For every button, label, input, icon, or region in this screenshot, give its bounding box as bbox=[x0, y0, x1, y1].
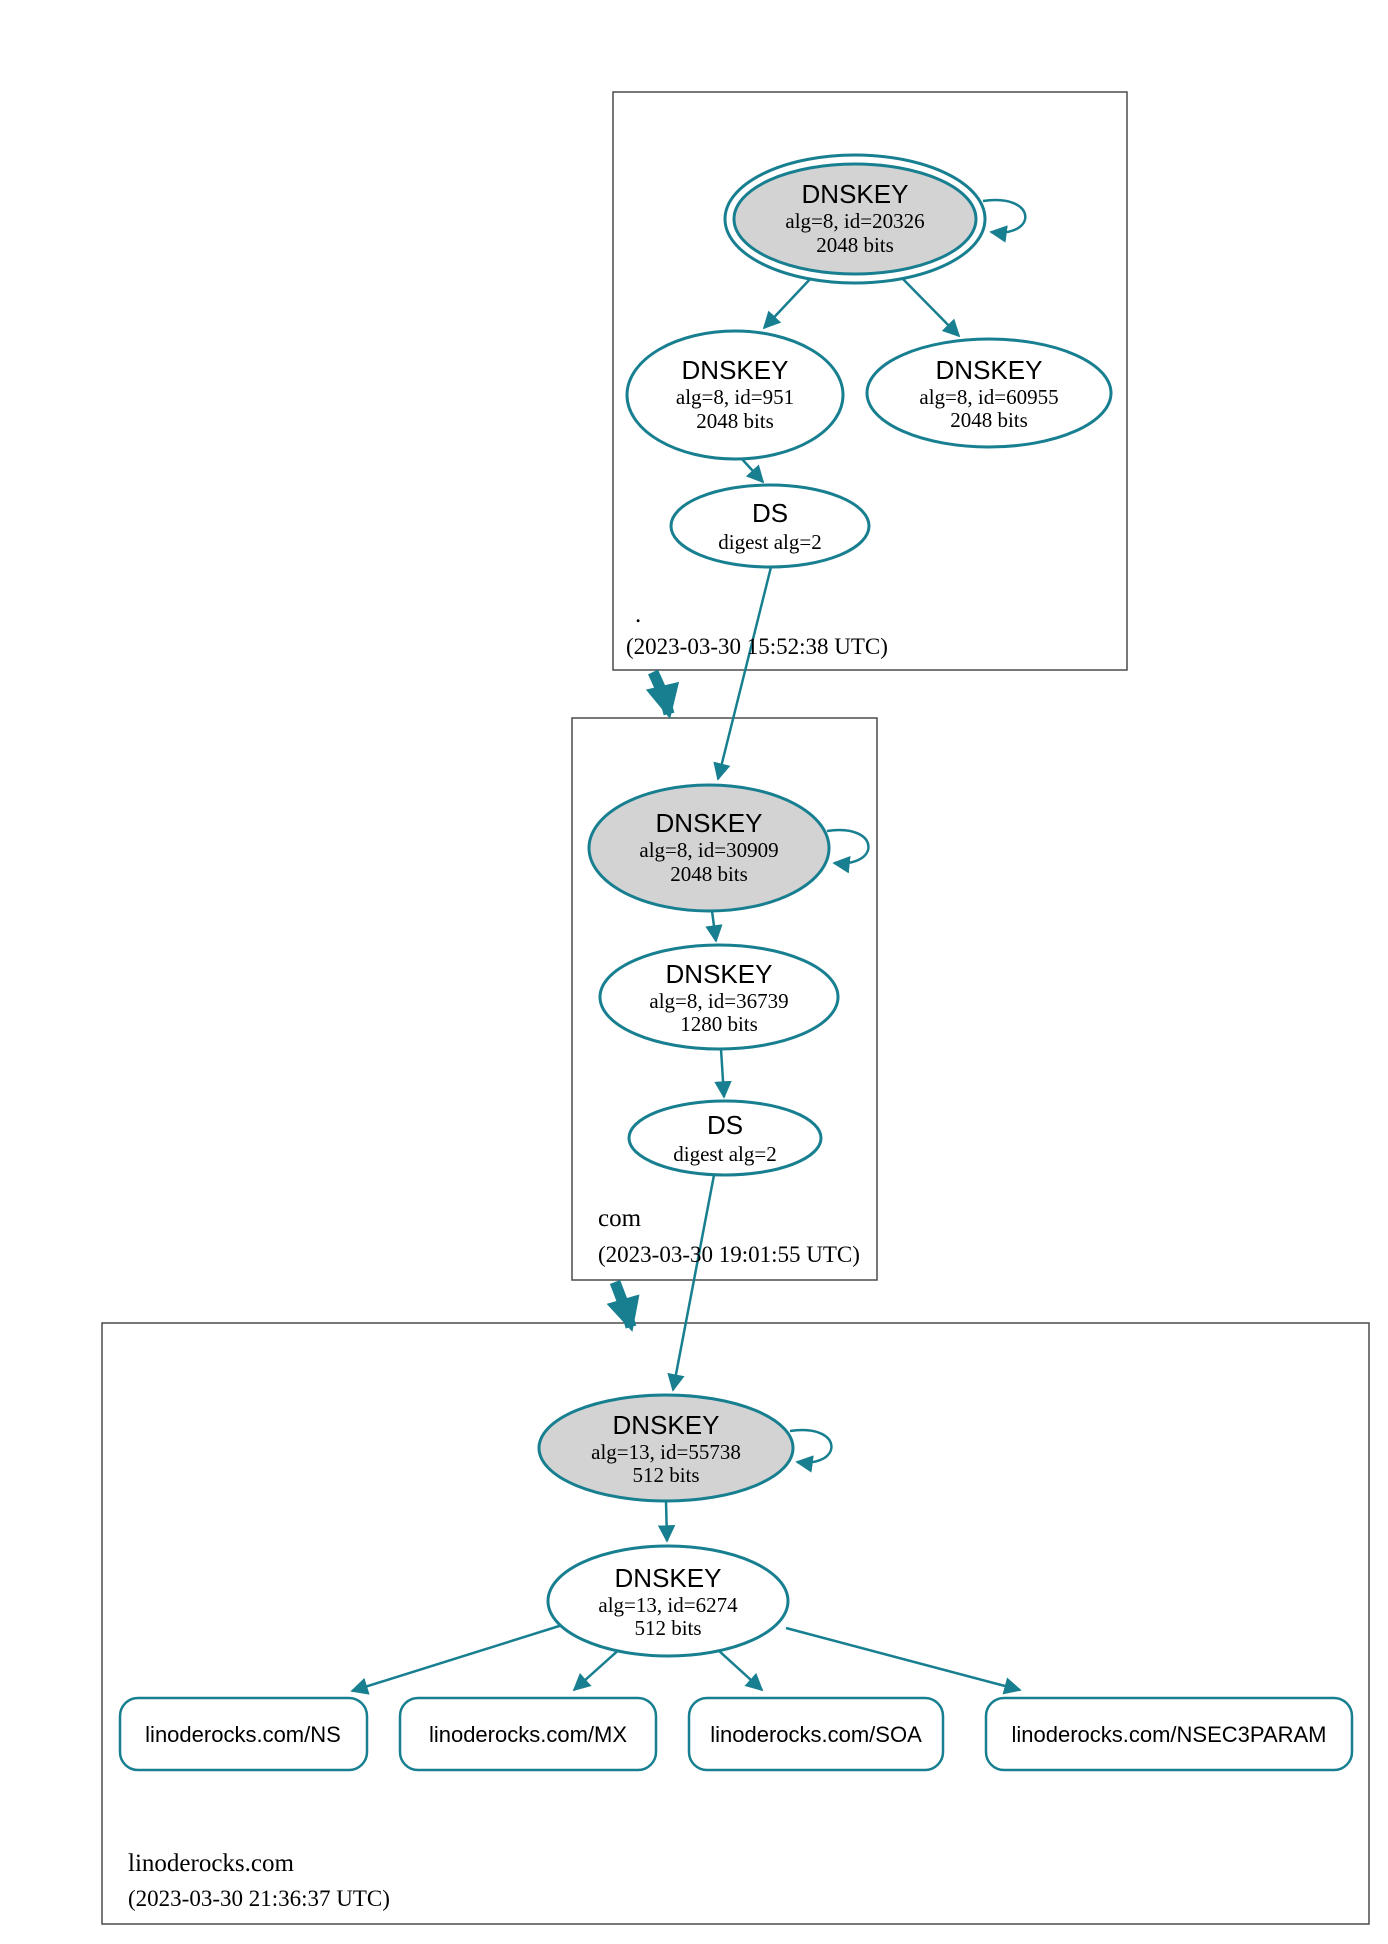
rrset-ns-label: linoderocks.com/NS bbox=[145, 1722, 341, 1747]
edge-com-ksk-self-loop bbox=[826, 828, 870, 874]
zone-timestamp-linoderocks: (2023-03-30 21:36:37 UTC) bbox=[128, 1886, 390, 1911]
root-ds-title: DS bbox=[752, 498, 788, 528]
edge-root-ds-to-com-ksk bbox=[713, 566, 773, 781]
node-root-ds[interactable]: DS digest alg=2 bbox=[669, 483, 871, 569]
lino-zsk-detail2: 512 bits bbox=[634, 1616, 701, 1640]
edge-com-ksk-to-zsk bbox=[705, 910, 723, 943]
zone-label-root: . bbox=[635, 601, 641, 628]
root-ksk-title: DNSKEY bbox=[802, 179, 909, 209]
com-ksk-ellipse[interactable] bbox=[587, 783, 831, 913]
com-ksk-title: DNSKEY bbox=[656, 808, 763, 838]
rrset-mx-label: linoderocks.com/MX bbox=[429, 1722, 627, 1747]
lino-ksk-detail1: alg=13, id=55738 bbox=[591, 1440, 741, 1464]
zone-timestamp-root: (2023-03-30 15:52:38 UTC) bbox=[626, 634, 888, 659]
com-ksk-detail2: 2048 bits bbox=[670, 862, 748, 886]
edge-lino-zsk-to-soa bbox=[717, 1649, 764, 1692]
node-rrset-ns[interactable]: linoderocks.com/NS bbox=[118, 1696, 369, 1772]
lino-ksk-ellipse[interactable] bbox=[537, 1393, 795, 1503]
rrset-soa-label: linoderocks.com/SOA bbox=[710, 1722, 922, 1747]
com-ds-ellipse[interactable] bbox=[627, 1099, 823, 1177]
node-com-ds[interactable]: DS digest alg=2 bbox=[627, 1099, 823, 1177]
lino-ksk-title: DNSKEY bbox=[613, 1410, 720, 1440]
root-zsk951-ellipse[interactable] bbox=[625, 329, 845, 461]
com-ds-detail1: digest alg=2 bbox=[673, 1142, 776, 1166]
rrset-nsec3param-box[interactable] bbox=[984, 1696, 1354, 1772]
lino-zsk-detail1: alg=13, id=6274 bbox=[598, 1593, 738, 1617]
lino-zsk-ellipse[interactable] bbox=[546, 1544, 790, 1658]
root-ds-ellipse[interactable] bbox=[669, 483, 871, 569]
root-zsk60955-detail1: alg=8, id=60955 bbox=[919, 385, 1058, 409]
node-rrset-soa[interactable]: linoderocks.com/SOA bbox=[687, 1696, 945, 1772]
rrset-ns-box[interactable] bbox=[118, 1696, 369, 1772]
root-zsk951-detail2: 2048 bits bbox=[696, 409, 774, 433]
com-zsk-title: DNSKEY bbox=[666, 959, 773, 989]
root-ksk-detail1: alg=8, id=20326 bbox=[785, 209, 924, 233]
node-root-ksk[interactable]: DNSKEY alg=8, id=20326 2048 bits bbox=[723, 153, 987, 285]
com-zsk-detail2: 1280 bits bbox=[680, 1012, 758, 1036]
com-ksk-detail1: alg=8, id=30909 bbox=[639, 838, 778, 862]
edge-lino-zsk-to-mx bbox=[572, 1646, 623, 1692]
com-zsk-detail1: alg=8, id=36739 bbox=[649, 989, 788, 1013]
root-ksk-detail2: 2048 bits bbox=[816, 233, 894, 257]
edge-lino-ksk-self-loop bbox=[789, 1428, 833, 1473]
com-zsk-ellipse[interactable] bbox=[598, 943, 840, 1051]
root-ksk-inner-ellipse[interactable] bbox=[732, 162, 978, 276]
edge-root-ksk-self-loop bbox=[982, 198, 1027, 243]
edge-root-zsk951-to-ds bbox=[740, 457, 765, 484]
node-lino-zsk[interactable]: DNSKEY alg=13, id=6274 512 bits bbox=[546, 1544, 790, 1658]
node-rrset-mx[interactable]: linoderocks.com/MX bbox=[398, 1696, 658, 1772]
edge-delegation-root-to-com bbox=[645, 669, 680, 719]
root-zsk60955-title: DNSKEY bbox=[936, 355, 1043, 385]
node-rrset-nsec3param[interactable]: linoderocks.com/NSEC3PARAM bbox=[984, 1696, 1354, 1772]
edge-root-ksk-to-zsk951 bbox=[762, 276, 813, 330]
node-lino-ksk[interactable]: DNSKEY alg=13, id=55738 512 bits bbox=[537, 1393, 795, 1503]
zone-label-com: com bbox=[598, 1205, 642, 1232]
rrset-soa-box[interactable] bbox=[687, 1696, 945, 1772]
node-com-ksk[interactable]: DNSKEY alg=8, id=30909 2048 bits bbox=[587, 783, 831, 913]
node-root-zsk-60955[interactable]: DNSKEY alg=8, id=60955 2048 bits bbox=[865, 337, 1113, 449]
root-zsk951-detail1: alg=8, id=951 bbox=[676, 385, 794, 409]
root-ds-detail1: digest alg=2 bbox=[718, 530, 821, 554]
edge-lino-ksk-to-zsk bbox=[657, 1500, 676, 1543]
edge-lino-zsk-to-ns bbox=[350, 1620, 573, 1695]
edge-delegation-com-to-linoderocks bbox=[606, 1280, 640, 1332]
node-root-zsk-951[interactable]: DNSKEY alg=8, id=951 2048 bits bbox=[625, 329, 845, 461]
edge-root-ksk-to-zsk60955 bbox=[898, 274, 961, 338]
root-zsk951-title: DNSKEY bbox=[682, 355, 789, 385]
rrset-mx-box[interactable] bbox=[398, 1696, 658, 1772]
node-com-zsk[interactable]: DNSKEY alg=8, id=36739 1280 bits bbox=[598, 943, 840, 1051]
edge-lino-zsk-to-nsec3param bbox=[785, 1626, 1022, 1695]
root-zsk60955-detail2: 2048 bits bbox=[950, 408, 1028, 432]
zone-label-linoderocks: linoderocks.com bbox=[128, 1850, 294, 1877]
rrset-nsec3param-label: linoderocks.com/NSEC3PARAM bbox=[1011, 1722, 1326, 1747]
com-ds-title: DS bbox=[707, 1110, 743, 1140]
lino-ksk-detail2: 512 bits bbox=[632, 1463, 699, 1487]
lino-zsk-title: DNSKEY bbox=[615, 1563, 722, 1593]
zone-timestamp-com: (2023-03-30 19:01:55 UTC) bbox=[598, 1242, 860, 1267]
edge-com-zsk-to-ds bbox=[714, 1048, 732, 1099]
edge-com-ds-to-lino-ksk bbox=[667, 1174, 716, 1392]
root-zsk60955-ellipse[interactable] bbox=[865, 337, 1113, 449]
